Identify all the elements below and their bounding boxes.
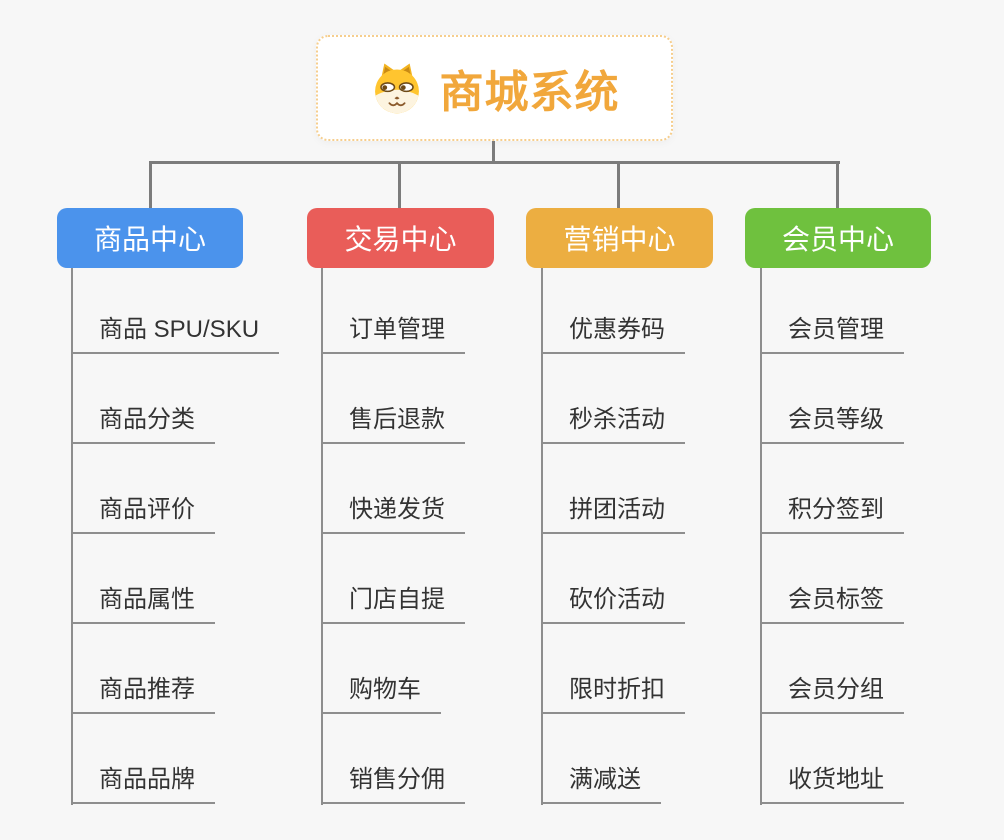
branch-trunk-line	[760, 268, 762, 805]
connector-root-vertical	[492, 141, 495, 163]
branch-trunk-line	[71, 268, 73, 805]
shiba-dog-face-icon	[374, 63, 419, 114]
leaf-node[interactable]: 会员分组	[760, 675, 904, 714]
leaf-node[interactable]: 销售分佣	[321, 765, 465, 804]
leaf-node[interactable]: 会员等级	[760, 405, 904, 444]
leaf-node[interactable]: 快递发货	[321, 495, 465, 534]
leaf-node[interactable]: 会员标签	[760, 585, 904, 624]
branch-node-product-center[interactable]: 商品中心	[57, 208, 243, 268]
leaf-node[interactable]: 会员管理	[760, 315, 904, 354]
branch-node-marketing-center[interactable]: 营销中心	[526, 208, 713, 268]
connector-drop-trade	[398, 163, 401, 208]
connector-horizontal-bus	[149, 161, 840, 164]
leaf-node[interactable]: 商品推荐	[71, 675, 215, 714]
leaf-node[interactable]: 拼团活动	[541, 495, 685, 534]
leaf-node[interactable]: 收货地址	[760, 765, 904, 804]
leaf-node[interactable]: 满减送	[541, 765, 661, 804]
branch-trunk-line	[321, 268, 323, 805]
leaf-node[interactable]: 砍价活动	[541, 585, 685, 624]
leaf-node[interactable]: 商品评价	[71, 495, 215, 534]
leaf-node[interactable]: 限时折扣	[541, 675, 685, 714]
leaf-node[interactable]: 优惠券码	[541, 315, 685, 354]
leaf-node[interactable]: 积分签到	[760, 495, 904, 534]
leaf-node[interactable]: 商品品牌	[71, 765, 215, 804]
root-node[interactable]: 商城系统	[316, 35, 673, 141]
leaf-node[interactable]: 门店自提	[321, 585, 465, 624]
root-title: 商城系统	[439, 68, 620, 117]
leaf-node[interactable]: 售后退款	[321, 405, 465, 444]
connector-drop-members	[836, 163, 839, 208]
branch-node-trade-center[interactable]: 交易中心	[307, 208, 494, 268]
leaf-node[interactable]: 购物车	[321, 675, 441, 714]
branch-trunk-line	[541, 268, 543, 805]
leaf-node[interactable]: 商品属性	[71, 585, 215, 624]
leaf-node[interactable]: 秒杀活动	[541, 405, 685, 444]
leaf-node[interactable]: 商品分类	[71, 405, 215, 444]
leaf-node[interactable]: 商品 SPU/SKU	[71, 315, 280, 354]
leaf-node[interactable]: 订单管理	[321, 315, 465, 354]
connector-drop-products	[149, 163, 152, 208]
branch-node-member-center[interactable]: 会员中心	[745, 208, 931, 268]
connector-drop-marketing	[617, 163, 620, 208]
